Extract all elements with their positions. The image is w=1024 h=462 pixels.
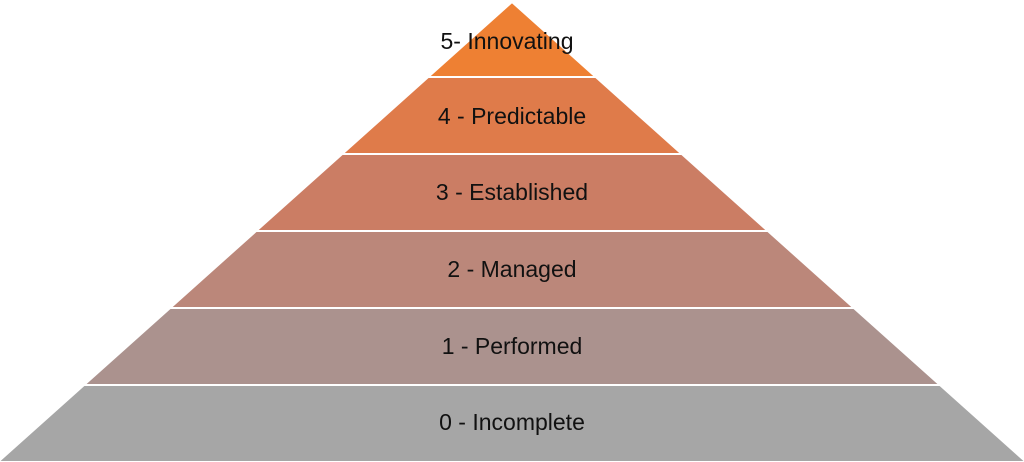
- level-2-managed-label: 2 - Managed: [447, 256, 576, 282]
- level-0-incomplete-layer: [0, 384, 1024, 462]
- level-5-innovating-label: 5- Innovating: [441, 28, 574, 54]
- level-0-incomplete-label: 0 - Incomplete: [439, 409, 585, 435]
- pyramid-labels: 5- Innovating 4 - Predictable 3 - Establ…: [436, 28, 588, 435]
- level-4-predictable-label: 4 - Predictable: [438, 103, 586, 129]
- level-3-established-label: 3 - Established: [436, 179, 588, 205]
- level-1-performed-label: 1 - Performed: [442, 333, 583, 359]
